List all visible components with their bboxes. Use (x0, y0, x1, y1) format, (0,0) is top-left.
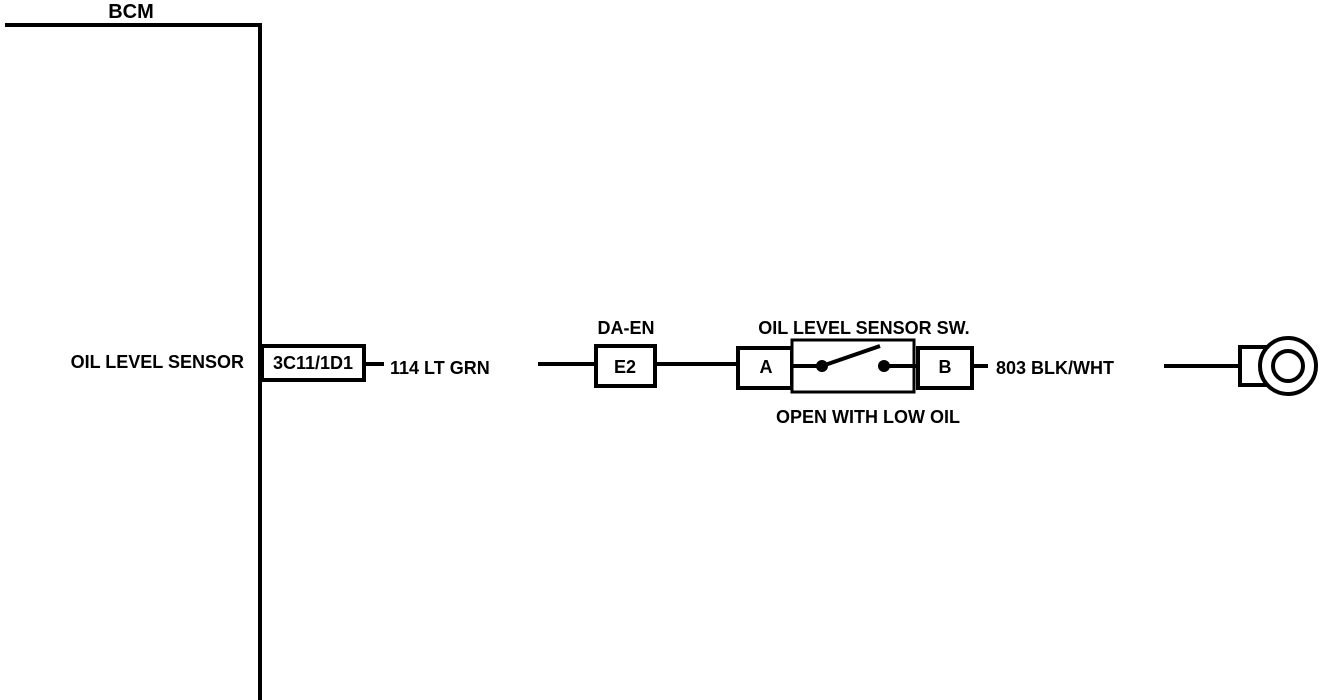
inline-connector-pin: E2 (614, 357, 636, 377)
bcm-label: BCM (108, 1, 154, 23)
inline-connector: DA-EN E2 (594, 318, 657, 388)
wire-out-label: 803 BLK/WHT (996, 358, 1114, 378)
sensor-pin-b: B (939, 357, 952, 377)
bcm-module: BCM (5, 1, 262, 700)
bcm-connector-label: 3C11/1D1 (273, 353, 353, 373)
sensor-name: OIL LEVEL SENSOR SW. (758, 318, 969, 338)
switch-contact-right (878, 360, 890, 372)
function-label: OIL LEVEL SENSOR (71, 352, 244, 372)
switch-blade-open (821, 344, 881, 368)
sensor-note: OPEN WITH LOW OIL (776, 407, 960, 427)
inline-connector-name: DA-EN (598, 318, 655, 338)
sensor-pin-a: A (760, 357, 773, 377)
bcm-connector: 3C11/1D1 (260, 344, 366, 382)
wire-in-label: 114 LT GRN (390, 358, 490, 378)
ground-icon (1238, 336, 1318, 396)
sensor-pin-a-box (736, 346, 794, 390)
oil-level-sensor: OIL LEVEL SENSOR SW. A B OPEN WITH LOW O… (736, 318, 974, 427)
